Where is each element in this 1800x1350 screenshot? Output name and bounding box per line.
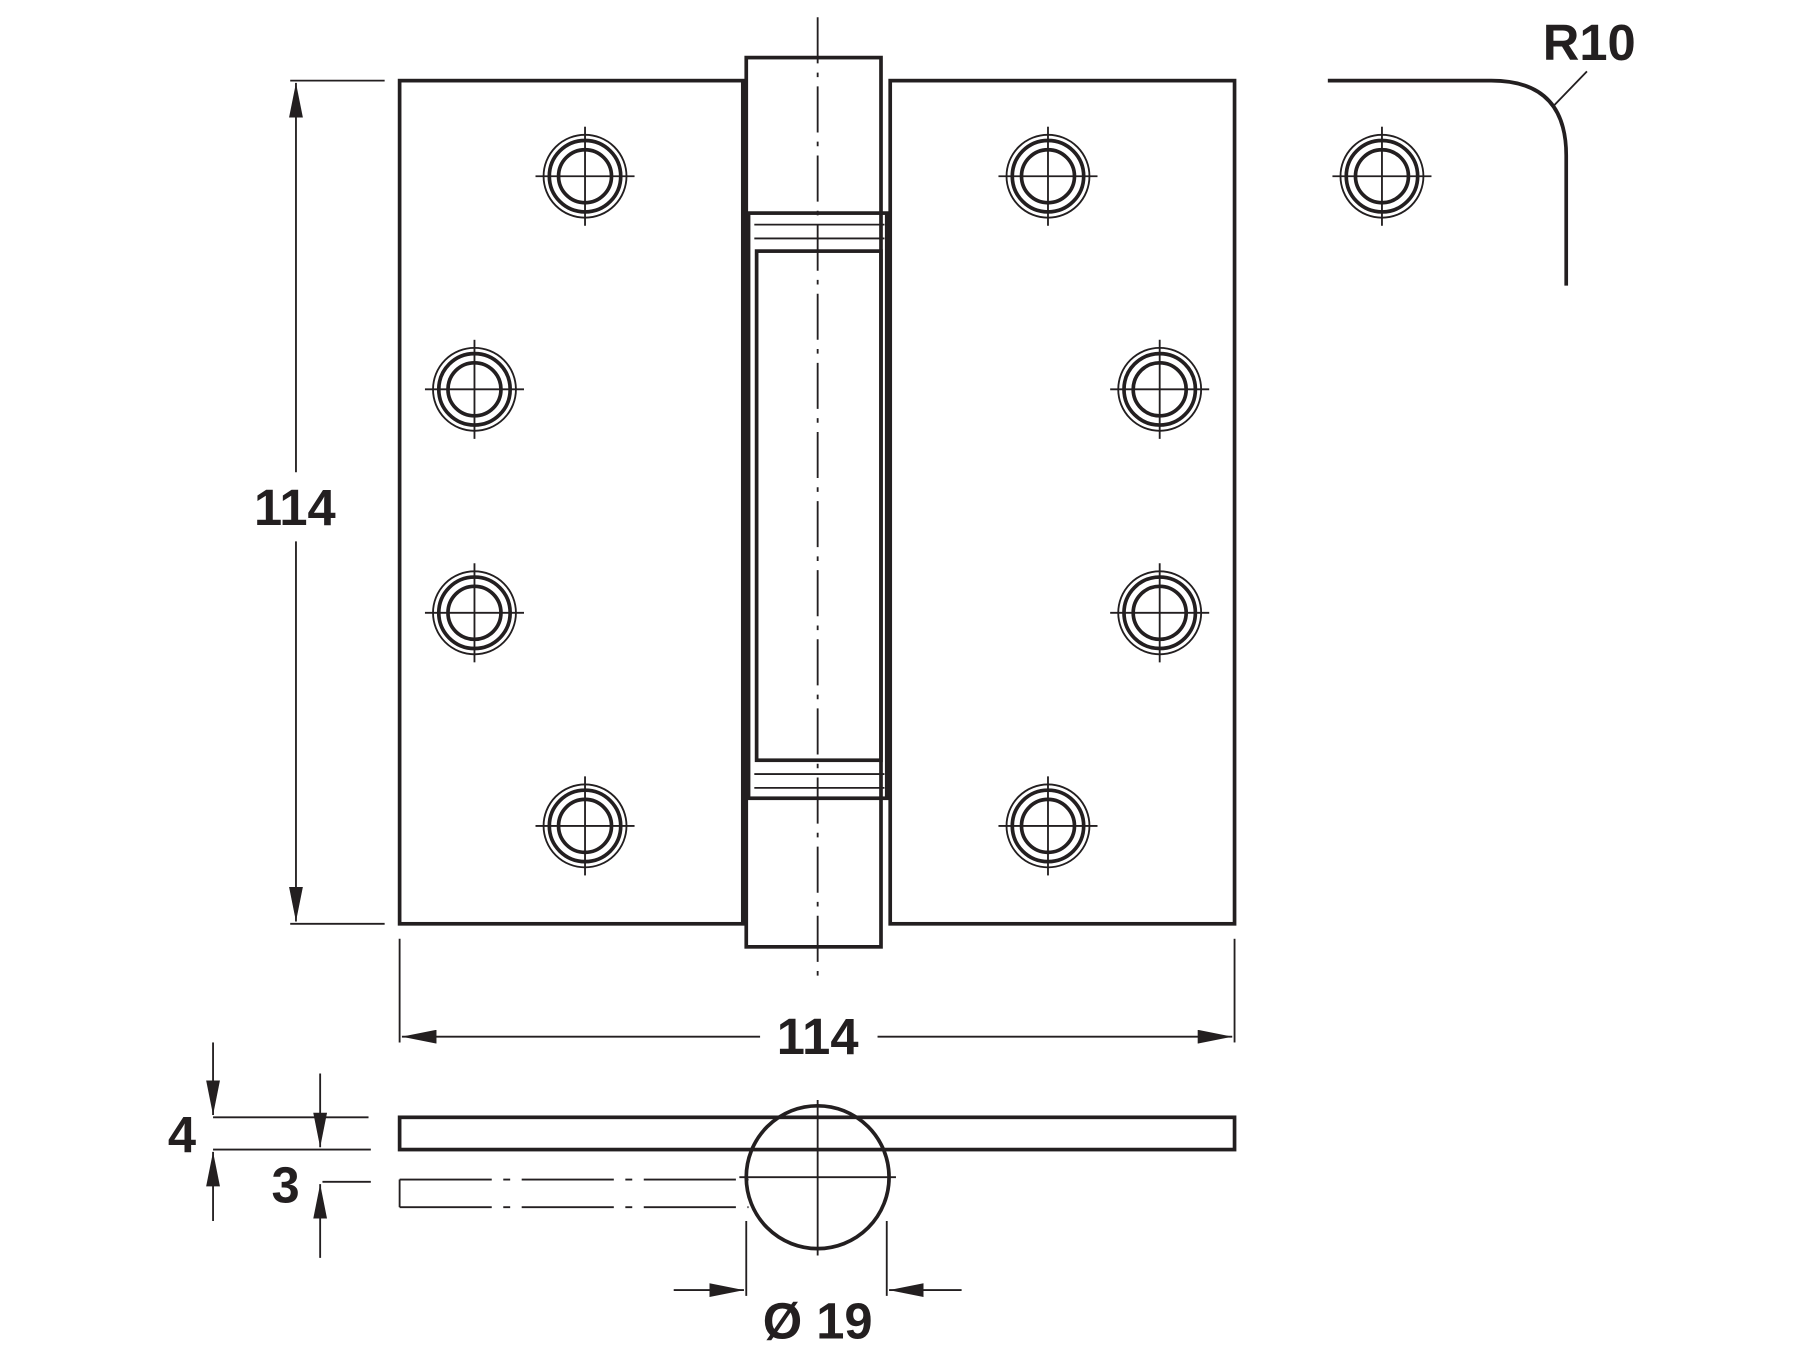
screw-hole bbox=[998, 776, 1098, 876]
screw-hole bbox=[1110, 563, 1210, 663]
screw-hole bbox=[535, 776, 635, 876]
thickness-dimensions: 4 3 bbox=[168, 1042, 371, 1258]
width-label: 114 bbox=[777, 1008, 859, 1065]
screw-hole bbox=[424, 563, 524, 663]
leaf-thickness-label: 4 bbox=[168, 1106, 196, 1163]
screw-hole bbox=[1110, 339, 1210, 439]
width-dimension: 114 bbox=[398, 938, 1236, 1065]
screw-hole bbox=[1332, 126, 1432, 226]
diameter-dimension: Ø 19 bbox=[673, 1220, 962, 1349]
corner-detail: R10 bbox=[1327, 14, 1636, 286]
right-leaf bbox=[888, 78, 1237, 926]
corner-radius-label: R10 bbox=[1543, 14, 1636, 71]
height-label: 114 bbox=[254, 479, 336, 536]
screw-holes bbox=[424, 126, 1432, 876]
knuckle-diameter-label: Ø 19 bbox=[763, 1292, 873, 1349]
screw-hole bbox=[424, 339, 524, 439]
left-leaf bbox=[397, 78, 745, 926]
side-view bbox=[397, 1100, 1237, 1256]
knuckle bbox=[744, 55, 889, 949]
screw-hole bbox=[535, 126, 635, 226]
leaf-offset-label: 3 bbox=[272, 1157, 300, 1214]
height-dimension: 114 bbox=[254, 79, 385, 925]
screw-hole bbox=[998, 126, 1098, 226]
